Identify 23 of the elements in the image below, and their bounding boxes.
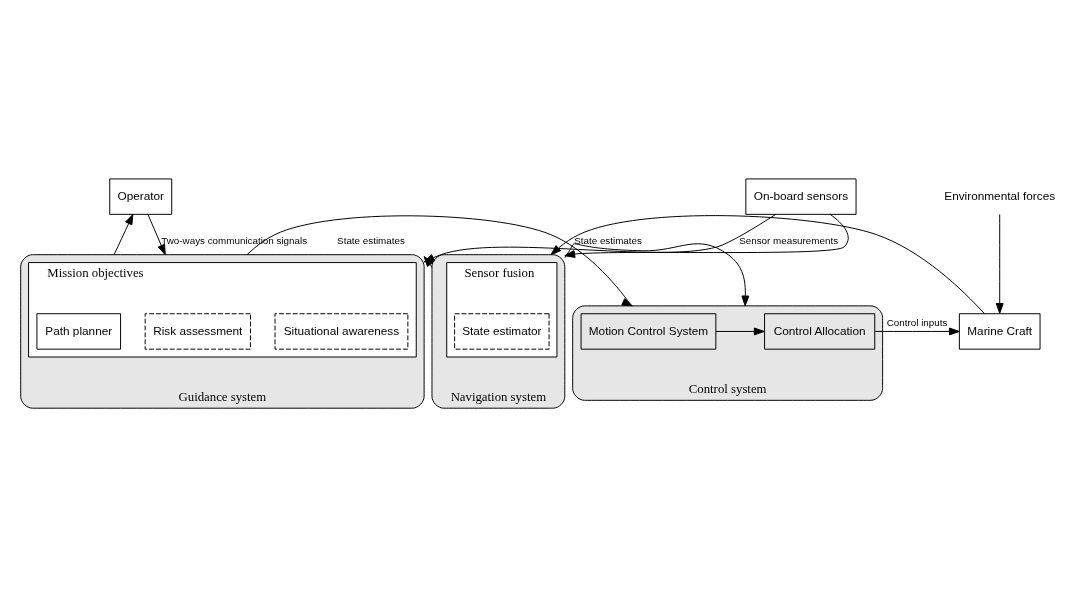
node-box: Motion Control System <box>580 312 717 350</box>
arrow <box>564 213 849 258</box>
edge-label: Control inputs <box>886 316 948 328</box>
node-box: Risk assessment <box>144 312 251 350</box>
edge-label: State estimates <box>574 234 642 246</box>
arrow <box>995 213 1004 314</box>
node-text: Environmental forces <box>944 188 1056 203</box>
node-box: Marine Craft <box>958 312 1041 350</box>
arrow <box>715 327 765 335</box>
edge-label: State estimates <box>337 234 405 246</box>
node-box: Control Allocation <box>764 312 876 350</box>
node-box: State estimator <box>454 312 550 350</box>
node-box: Operator <box>109 177 173 215</box>
arrow <box>874 327 960 335</box>
arrow <box>113 213 134 255</box>
arrow <box>564 242 750 306</box>
arrow <box>246 214 633 306</box>
arrow <box>550 214 985 314</box>
node-box: Situational awareness <box>274 312 409 350</box>
node-box: On-board sensors <box>745 177 857 215</box>
arrow <box>147 213 166 255</box>
edge-label: Sensor measurements <box>739 234 839 246</box>
node-box: Path planner <box>36 312 122 350</box>
